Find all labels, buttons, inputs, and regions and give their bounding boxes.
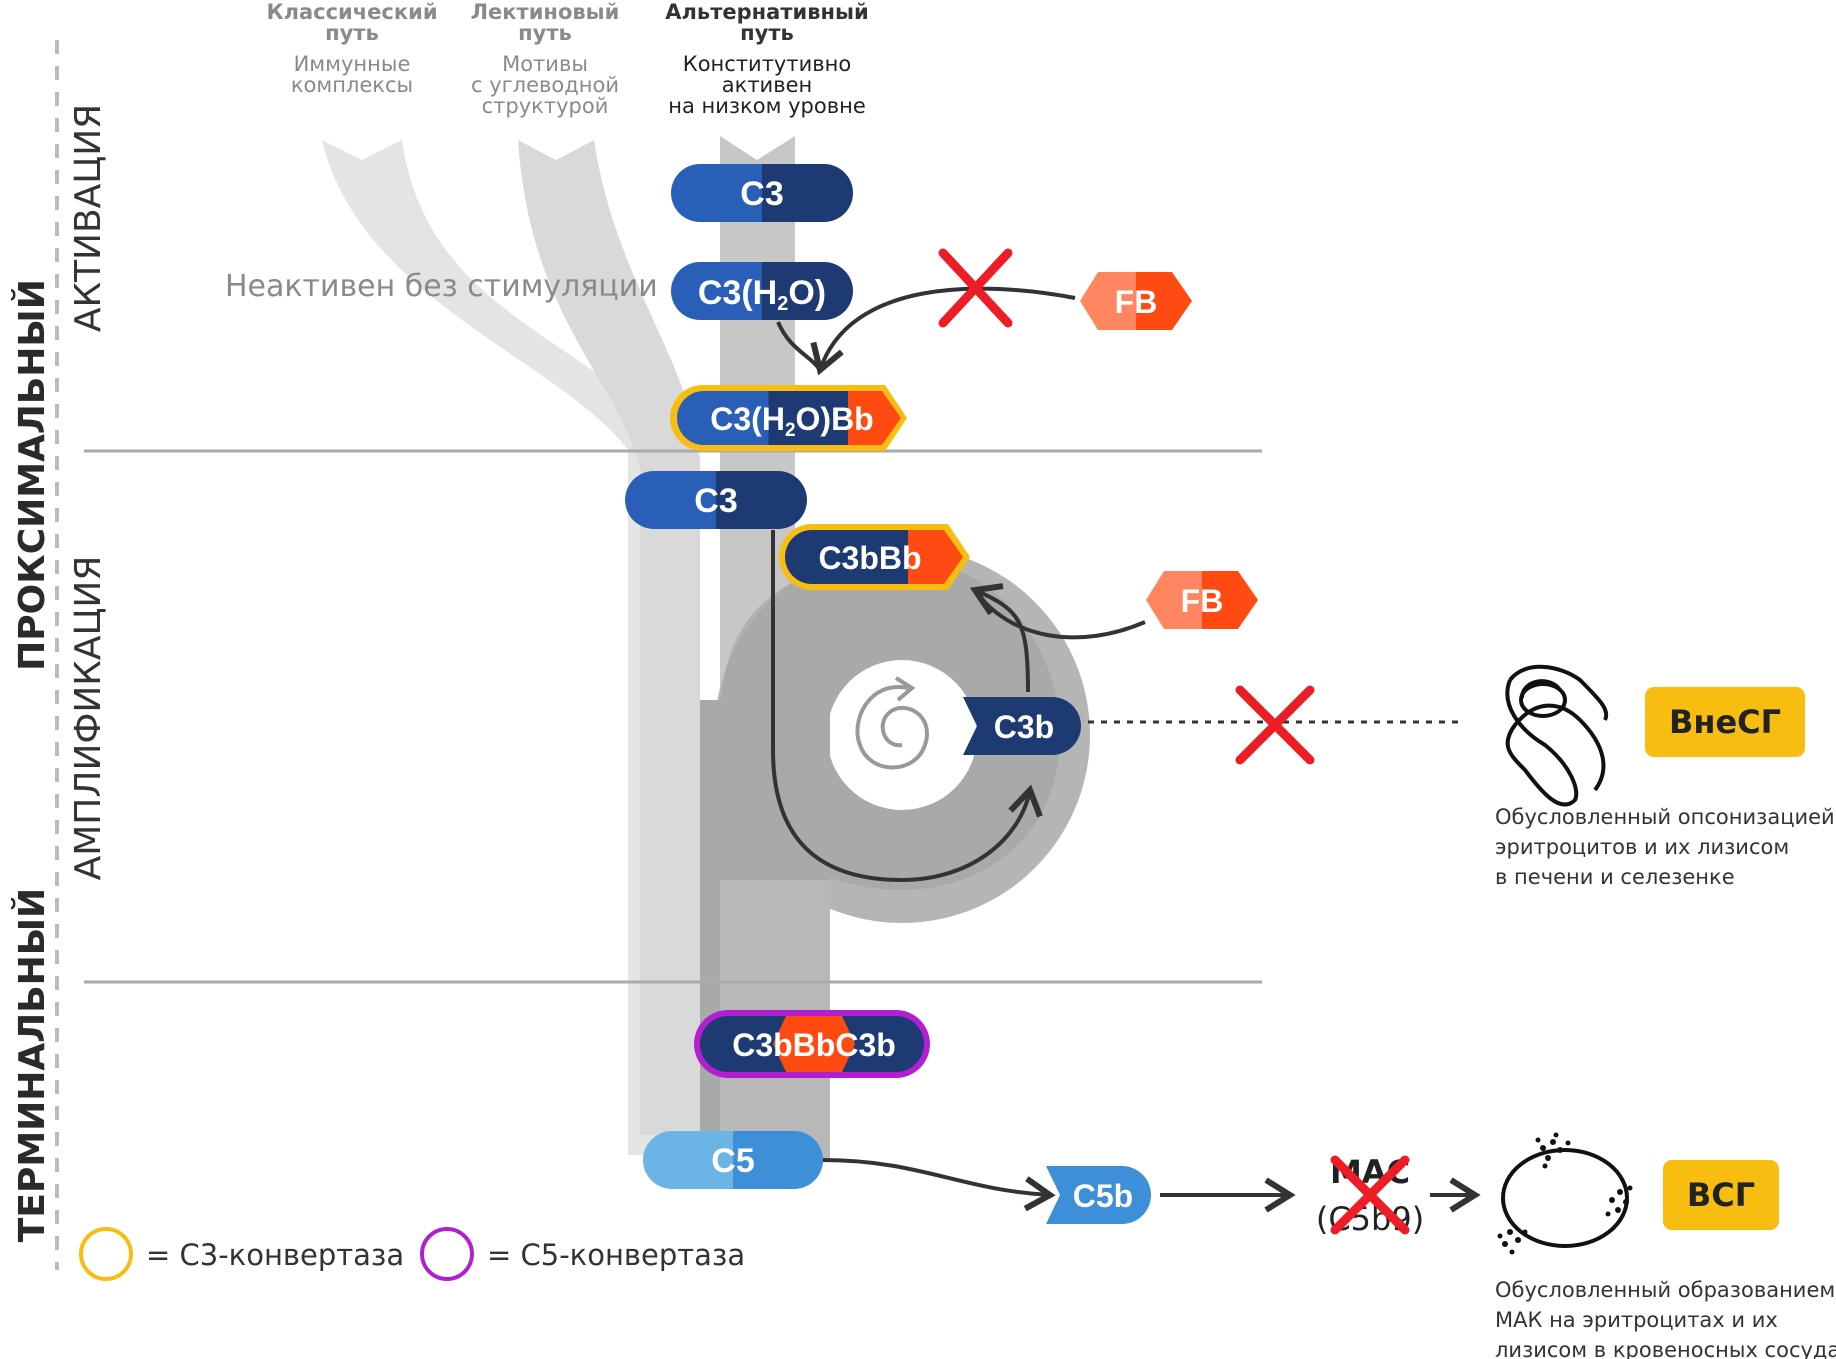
node-c3-amp-label: C3	[694, 482, 737, 520]
node-fb-amp-label: FB	[1181, 583, 1224, 619]
node-fb-amp: FB	[1146, 571, 1258, 629]
extravascular-desc-line-3: в печени и селезенке	[1495, 865, 1735, 889]
cross-extravascular-icon	[1235, 685, 1315, 765]
inactive-without-stimulation-label: Неактивен без стимуляции	[225, 269, 658, 304]
node-c5-label: C5	[711, 1142, 754, 1180]
arrow-c3h2o-down	[776, 321, 822, 372]
intravascular-desc-line-2: МАК на эритроцитах и их	[1495, 1308, 1778, 1332]
node-c5b-label: C5b	[1073, 1178, 1133, 1214]
legend-c5-convertase-swatch	[420, 1227, 474, 1281]
arrow-fb-to-c3h2obb	[810, 286, 1076, 376]
badge-extravascular-label: ВнеСГ	[1669, 703, 1781, 741]
lectin-desc-line-1: Мотивы	[502, 52, 588, 76]
lectin-title-line-1: Лектиновый	[471, 0, 620, 24]
legend-c3-convertase-swatch	[79, 1227, 133, 1281]
badge-intravascular-label: ВСГ	[1687, 1176, 1755, 1214]
node-c5b: C5b	[1046, 1166, 1151, 1224]
spiral-icon	[855, 684, 929, 770]
lectin-stream	[518, 140, 700, 1135]
extravascular-desc-line-2: эритроцитов и их лизисом	[1495, 835, 1789, 859]
amplification-core	[827, 660, 977, 810]
legend-c3-convertase-label: = C3-конвертаза	[146, 1238, 404, 1272]
node-c3bbbc3b: C3bBbC3b	[694, 1010, 930, 1078]
alternative-title-line-1: Альтернативный	[665, 0, 868, 24]
node-c3bbb-label: C3bBb	[818, 540, 921, 576]
red-blood-cell-icon	[1497, 1132, 1633, 1255]
classical-stream	[322, 140, 670, 1155]
node-c3-top-label: C3	[740, 175, 783, 213]
lectin-desc-line-2: с углеводной	[471, 73, 619, 97]
arrow-fbamp-to-c3bbb	[973, 588, 1146, 640]
classical-desc-line-1: Иммунные	[294, 52, 411, 76]
alternative-desc-line-1: Конститутивно	[683, 52, 851, 76]
header-lectin: Лектиновый путь Мотивы с углеводной стру…	[471, 0, 620, 118]
alternative-desc-line-3: на низком уровне	[668, 94, 866, 118]
node-c3-h2o: C3(H2O)	[671, 262, 853, 320]
node-c3-h2o-bb-label: C3(H2O)Bb	[710, 401, 873, 441]
intravascular-desc-line-1: Обусловленный образованием	[1495, 1278, 1835, 1302]
stage-label-terminal: ТЕРМИНАЛЬНЫЙ	[11, 888, 53, 1242]
node-c3bbbc3b-label: C3bBbC3b	[732, 1027, 896, 1063]
alternative-desc-line-2: активен	[722, 73, 812, 97]
alternative-title-line-2: путь	[740, 21, 794, 45]
header-alternative: Альтернативный путь Конститутивно активе…	[665, 0, 868, 118]
arrow-c3-loop	[771, 530, 1043, 883]
extravascular-description: Обусловленный опсонизацией эритроцитов и…	[1495, 805, 1835, 889]
lectin-desc-line-3: структурой	[482, 94, 609, 118]
macrophage-icon	[1505, 664, 1609, 807]
badge-extravascular: ВнеСГ	[1645, 687, 1805, 757]
header-classical: Классический путь Иммунные комплексы	[266, 0, 437, 97]
arrow-c3b-to-c3bbb	[969, 583, 1030, 693]
node-c3b: C3b	[963, 697, 1081, 755]
node-fb-top: FB	[1080, 272, 1192, 330]
stage-label-proximal: ПРОКСИМАЛЬНЫЙ	[11, 279, 53, 671]
intravascular-desc-line-3: лизисом в кровеносных сосудах	[1495, 1338, 1836, 1359]
stage-label-amplification: АМПЛИФИКАЦИЯ	[68, 556, 109, 881]
classical-desc-line-2: комплексы	[291, 73, 413, 97]
legend-c5-convertase-label: = C5-конвертаза	[487, 1238, 745, 1272]
badge-intravascular: ВСГ	[1663, 1160, 1779, 1230]
extravascular-desc-line-1: Обусловленный опсонизацией	[1495, 805, 1835, 829]
node-c3-h2o-bb: C3(H2O)Bb	[670, 385, 907, 451]
node-c3-h2o-label: C3(H2O)	[698, 274, 826, 315]
node-c3b-label: C3b	[994, 709, 1054, 745]
legend: = C3-конвертаза = C5-конвертаза	[79, 1227, 745, 1281]
classical-title-line-1: Классический	[266, 0, 437, 24]
arrow-c5-to-c5b	[821, 1158, 1056, 1212]
node-c5: C5	[643, 1131, 823, 1189]
cross-mac-icon	[1330, 1155, 1410, 1235]
node-c3-amp: C3	[625, 471, 807, 529]
spiral-arrowhead-icon	[894, 676, 916, 702]
cross-fb-top-icon	[938, 248, 1013, 328]
stage-label-activation: АКТИВАЦИЯ	[68, 104, 109, 332]
node-c3-top: C3	[671, 164, 853, 222]
intravascular-description: Обусловленный образованием МАК на эритро…	[1495, 1278, 1836, 1359]
node-fb-top-label: FB	[1115, 284, 1158, 320]
classical-title-line-2: путь	[325, 21, 379, 45]
node-c3bbb: C3bBb	[779, 524, 970, 590]
lectin-title-line-2: путь	[518, 21, 572, 45]
